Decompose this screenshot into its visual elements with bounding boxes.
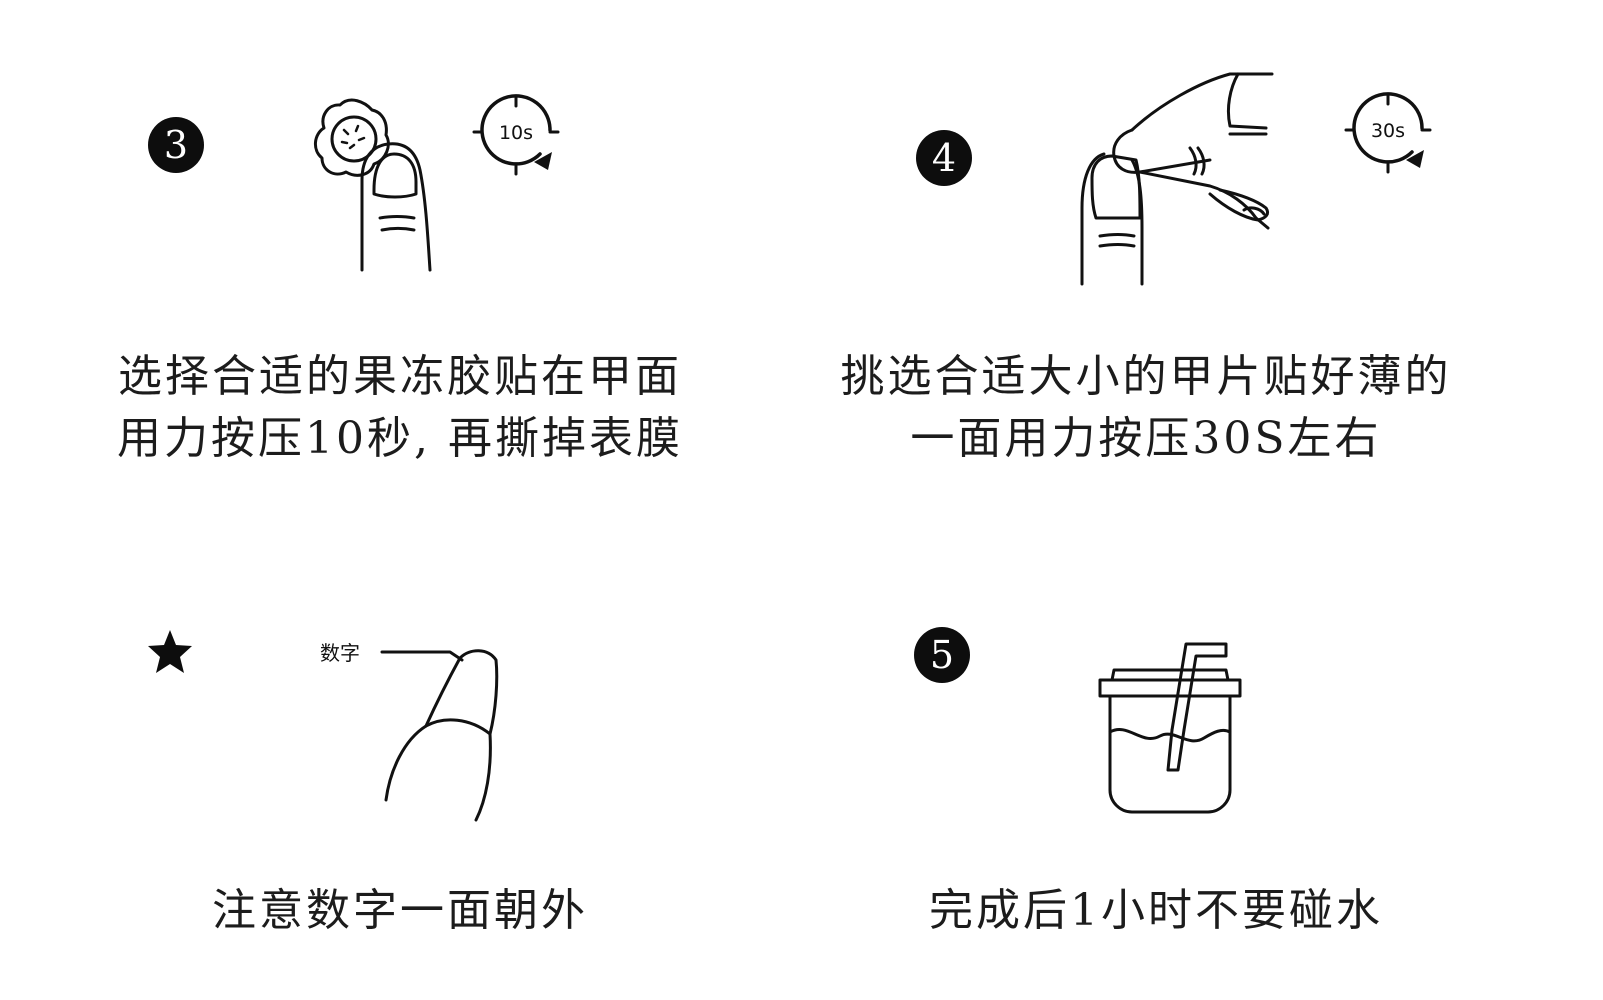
fingers-pressing-nail-icon [1080,72,1274,286]
step-3-caption: 选择合适的果冻胶贴在甲面 用力按压10秒, 再撕掉表膜 [100,346,700,470]
step-5-panel: 5 完成后1小时不要碰水 [800,500,1603,1000]
timer-icon: 10s [472,94,560,176]
step-4-caption: 挑选合适大小的甲片贴好薄的 一面用力按压30S左右 [816,346,1476,470]
timer-label: 30s [1371,120,1405,142]
step-number-badge: 4 [916,130,972,186]
step-5-caption: 完成后1小时不要碰水 [929,885,1383,936]
star-icon [148,630,192,673]
step-number-badge: 5 [914,627,970,683]
step-4-panel: 4 30s 挑选合适大小的甲片贴好薄的 一面用力按压30S左右 [800,0,1603,500]
caption-line-1: 挑选合适大小的甲片贴好薄的 [840,351,1452,402]
step-number-badge: 3 [148,117,204,173]
timer-icon: 30s [1344,92,1432,174]
timer-label: 10s [499,122,533,144]
caption-line-2: 用力按压10秒, 再撕掉表膜 [117,413,683,464]
caption-line-2: 一面用力按压30S左右 [910,413,1382,464]
caption-line-1: 选择合适的果冻胶贴在甲面 [118,351,682,402]
fingertip-nail-side-icon: 数字 [320,641,499,822]
note-caption: 注意数字一面朝外 [212,885,588,936]
note-panel: 数字 注意数字一面朝外 [0,500,800,1000]
note-label: 数字 [320,641,360,665]
finger-with-jelly-sticker-icon [314,98,432,272]
cup-with-straw-icon [1098,642,1242,814]
step-3-panel: 3 10s 选择合适的果冻胶贴在甲面 用力按压10秒, 再撕掉表膜 [0,0,800,500]
